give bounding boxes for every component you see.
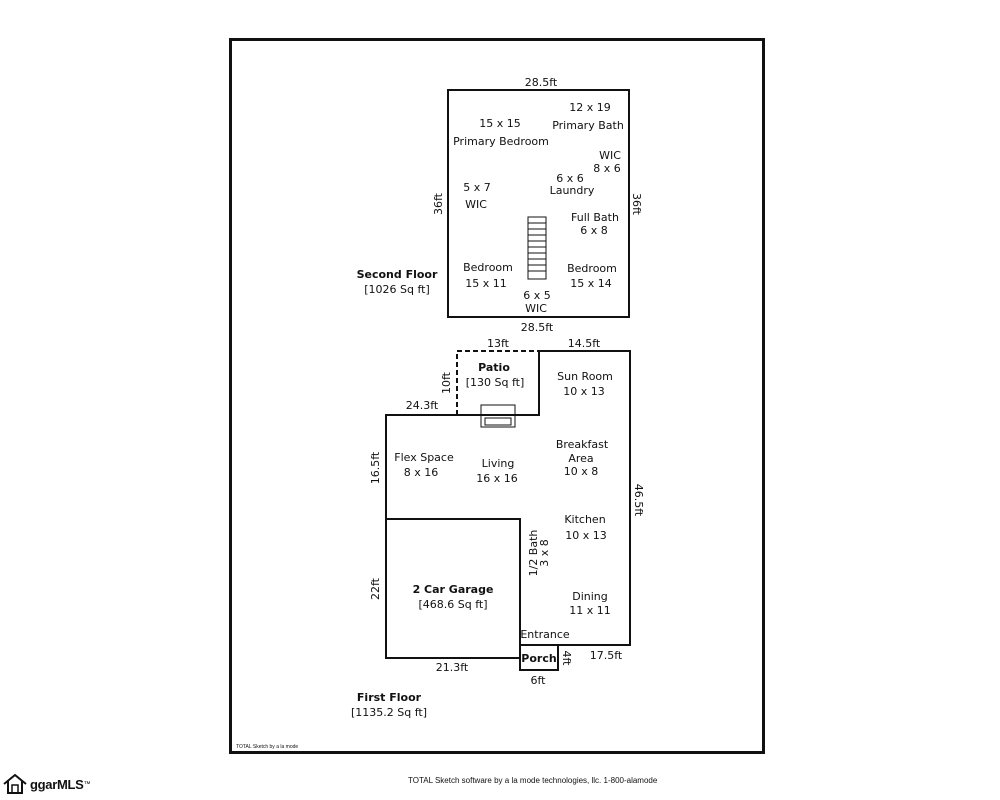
patio-outline: [456, 350, 540, 415]
wic-right-size: 8 x 6: [593, 162, 621, 175]
staircase: [527, 216, 547, 280]
wic-right-name: WIC: [599, 149, 621, 162]
logo-tm: ™: [83, 780, 91, 788]
porch-name: Porch: [521, 652, 557, 665]
sun-room-name: Sun Room: [557, 370, 613, 383]
second-floor-dim-top: 28.5ft: [524, 76, 558, 89]
house-logo-icon: [3, 773, 27, 794]
second-floor-area: [1026 Sq ft]: [364, 283, 430, 296]
laundry-size: 6 x 6: [556, 172, 584, 185]
dim-garage-bottom: 21.3ft: [435, 661, 469, 674]
second-floor-title: Second Floor: [356, 268, 438, 281]
wic-bottom-size: 6 x 5: [523, 289, 551, 302]
dining-name: Dining: [572, 590, 608, 603]
dim-patio-side: 10ft: [440, 372, 453, 394]
kitchen-size: 10 x 13: [565, 529, 607, 542]
sketch-credit: TOTAL Sketch by a la mode: [236, 744, 299, 750]
wic-left-name: WIC: [465, 198, 487, 211]
wic-left-size: 5 x 7: [463, 181, 491, 194]
sun-room-size: 10 x 13: [563, 385, 605, 398]
second-floor-dim-bottom: 28.5ft: [520, 321, 554, 334]
first-floor-title: First Floor: [356, 691, 422, 704]
kitchen-name: Kitchen: [564, 513, 606, 526]
dim-right-side: 46.5ft: [632, 483, 645, 517]
garage-name: 2 Car Garage: [412, 583, 494, 596]
breakfast-name-2: Area: [568, 452, 594, 465]
dim-flex-side: 16.5ft: [369, 451, 382, 485]
dim-garage-side: 22ft: [369, 578, 382, 600]
entrance-name: Entrance: [520, 628, 570, 641]
bedroom-right-size: 15 x 14: [570, 277, 612, 290]
breakfast-size: 10 x 8: [563, 465, 599, 478]
breakfast-name-1: Breakfast: [555, 438, 609, 451]
dim-right-bottom: 17.5ft: [589, 649, 623, 662]
dim-porch-bottom: 6ft: [530, 674, 546, 687]
full-bath-size: 6 x 8: [580, 224, 608, 237]
half-bath-size: 3 x 8: [538, 539, 551, 567]
mls-logo: ggarMLS ™: [2, 772, 91, 796]
bedroom-right-name: Bedroom: [567, 262, 617, 275]
living-name: Living: [481, 457, 515, 470]
porch-outline: [519, 644, 559, 671]
dining-size: 11 x 11: [569, 604, 611, 617]
second-floor-dim-right: 36ft: [630, 193, 643, 215]
primary-bedroom-name: Primary Bedroom: [453, 135, 549, 148]
dim-sunroom-top: 14.5ft: [567, 337, 601, 350]
wic-bottom-name: WIC: [525, 302, 547, 315]
patio-area: [130 Sq ft]: [465, 376, 525, 389]
bedroom-left-size: 15 x 11: [465, 277, 507, 290]
dim-flex-top: 24.3ft: [405, 399, 439, 412]
footer-text: TOTAL Sketch software by a la mode techn…: [408, 776, 658, 785]
living-size: 16 x 16: [476, 472, 518, 485]
second-floor-dim-left: 36ft: [432, 193, 445, 215]
dim-porch-side: 4ft: [560, 650, 573, 666]
primary-bath-name: Primary Bath: [552, 119, 624, 132]
primary-bath-size: 12 x 19: [569, 101, 611, 114]
bedroom-left-name: Bedroom: [463, 261, 513, 274]
floorplan-frame: [229, 38, 765, 754]
logo-text: ggarMLS: [30, 776, 84, 792]
fireplace: [480, 404, 516, 428]
dim-patio-top: 13ft: [487, 337, 509, 350]
first-floor-area: [1135.2 Sq ft]: [350, 706, 428, 719]
second-floor-outline: [447, 89, 630, 318]
full-bath-name: Full Bath: [571, 211, 619, 224]
flex-size: 8 x 16: [403, 466, 439, 479]
flex-name: Flex Space: [394, 451, 454, 464]
laundry-name: Laundry: [549, 184, 595, 197]
garage-area: [468.6 Sq ft]: [418, 598, 488, 611]
primary-bedroom-size: 15 x 15: [479, 117, 521, 130]
patio-name: Patio: [478, 361, 510, 374]
garage-wall: [386, 518, 521, 645]
